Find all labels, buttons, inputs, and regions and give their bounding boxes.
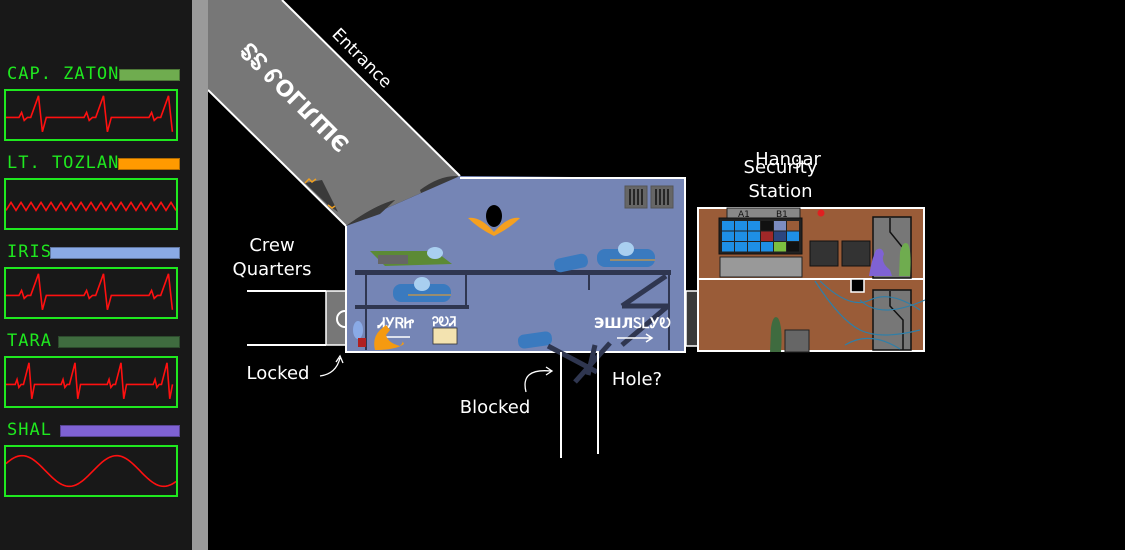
camera-feed-tile[interactable] (722, 231, 734, 242)
blue-pod (517, 331, 553, 349)
collapsed-beams (546, 273, 670, 384)
hole-corridor[interactable] (560, 352, 599, 458)
blue-cables (814, 280, 926, 350)
blue-pod (554, 253, 588, 273)
svg-text:B1: B1 (776, 210, 788, 220)
vitals-waveform (6, 273, 174, 311)
camera-feed-tile[interactable] (735, 231, 747, 242)
blue-pod (597, 242, 655, 267)
ship-map-canvas: ЭШЛ⅃ΟᏭ ᏕᏕ Entrance (208, 0, 926, 458)
camera-feed-tile[interactable] (787, 231, 799, 242)
crew-quarters-label: Crew Quarters (218, 234, 326, 282)
ship-map: ЭШЛ⅃ΟᏭ ᏕᏕ Entrance (208, 0, 1125, 550)
camera-feed-tile[interactable] (735, 221, 747, 231)
camera-feed-tile[interactable] (787, 221, 799, 231)
crew-figure-green (899, 243, 911, 276)
crew-health-bar (58, 336, 180, 348)
dinosaur-creature (374, 325, 404, 350)
camera-feed-tile[interactable] (774, 221, 786, 231)
camera-feed-tile[interactable] (774, 231, 786, 242)
hangar-label: Hangar (755, 149, 821, 170)
alarm-light-icon (817, 209, 825, 217)
crew-quarters-label-line1: Crew (249, 235, 295, 256)
security-corridor[interactable] (685, 290, 699, 347)
crew-name: TARA (7, 331, 52, 351)
camera-feed-tile[interactable] (748, 221, 760, 231)
blocked-label: Blocked (459, 397, 531, 418)
crew-figure-darkgreen (770, 317, 782, 352)
crew-name: IRIS (7, 242, 52, 262)
crew-name: LT. TOZLAN (7, 153, 120, 173)
camera-feed-tile[interactable] (761, 221, 773, 231)
crew-health-bar (118, 158, 180, 170)
vitals-monitor[interactable] (4, 178, 178, 230)
vitals-monitor[interactable] (4, 356, 178, 408)
locked-label: Locked (246, 363, 310, 384)
vitals-monitor[interactable] (4, 89, 178, 141)
crew-quarters-corridor[interactable] (247, 290, 347, 346)
camera-feed-tile[interactable] (787, 242, 799, 252)
vitals-monitor[interactable] (4, 445, 178, 497)
blue-pod (393, 277, 451, 302)
camera-feed-tile[interactable] (748, 231, 760, 242)
crew-name: CAP. ZATON (7, 64, 120, 84)
hangar-sign-mid: ᎮᎧᏘ (432, 315, 456, 330)
winged-emblem-icon (468, 205, 520, 236)
camera-feed-tile[interactable] (735, 242, 747, 252)
camera-feed-tile[interactable] (774, 242, 786, 252)
security-station-label-line2: Station (748, 181, 813, 202)
hangar-sign-right: ЭШЛᏚᏞᎩᎧ (594, 316, 671, 332)
vitals-waveform (6, 454, 176, 488)
vent-icon (624, 185, 674, 209)
security-screen-grid (722, 221, 799, 252)
camera-feed-tile[interactable] (761, 231, 773, 242)
crew-quarters-label-line2: Quarters (232, 259, 312, 280)
schematic-icon[interactable] (432, 327, 458, 345)
hangar-shelves (355, 270, 671, 350)
vitals-waveform (6, 95, 174, 133)
supply-crate[interactable] (784, 329, 810, 353)
hole-label: Hole? (611, 369, 663, 390)
crew-health-bar (119, 69, 180, 81)
vitals-waveform (6, 362, 174, 399)
camera-feed-tile[interactable] (722, 221, 734, 231)
svg-text:A1: A1 (738, 210, 750, 220)
crew-name: SHAL (7, 420, 52, 440)
security-station-label: Security Station (718, 156, 843, 204)
security-station-label-line1: Security (743, 157, 818, 178)
panel-divider (192, 0, 208, 550)
vitals-waveform (6, 200, 176, 212)
server-rack (809, 240, 871, 267)
crew-health-bar (50, 247, 180, 259)
crew-health-bar (60, 425, 180, 437)
camera-feed-tile[interactable] (748, 242, 760, 252)
green-shuttle (370, 247, 452, 266)
vitals-monitor[interactable] (4, 267, 178, 319)
camera-feed-tile[interactable] (722, 242, 734, 252)
crew-vitals-panel: CAP. ZATON LT. TOZLAN IRIS TARA SHAL (0, 0, 192, 550)
crew-figure-purple (869, 248, 892, 276)
camera-feed-tile[interactable] (761, 242, 773, 252)
security-door-lower[interactable] (872, 289, 912, 351)
crew-figure-blue (353, 321, 366, 347)
